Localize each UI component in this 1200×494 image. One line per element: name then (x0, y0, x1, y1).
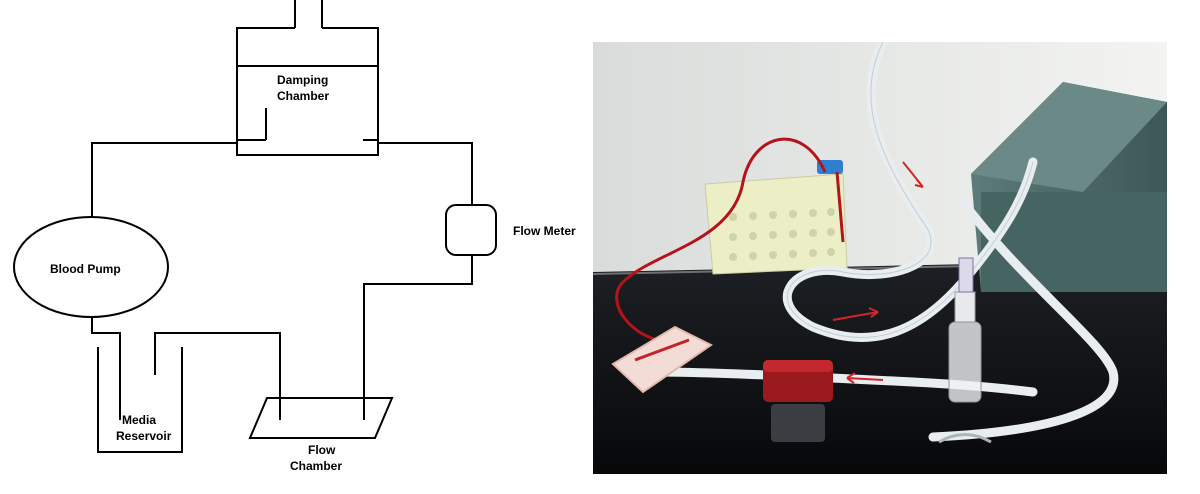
tube-damping-to-pump (91, 142, 237, 218)
label-media-reservoir-1: Media (122, 413, 156, 427)
pump-housing (971, 82, 1167, 292)
red-tubing (615, 137, 845, 344)
flow-loop-schematic: Damping Chamber Flow Meter Blood Pump Me… (13, 0, 576, 473)
flow-chamber-device (611, 325, 713, 394)
tube-rack (704, 173, 848, 275)
label-flow-chamber-1: Flow (308, 443, 336, 457)
flow-arrows (832, 161, 924, 384)
tube-damping-to-flowmeter (378, 142, 473, 205)
flow-meter (445, 204, 497, 256)
label-damping-chamber-2: Chamber (277, 89, 329, 103)
tube-reservoir-to-chamber (154, 332, 281, 420)
label-flow-chamber-2: Chamber (290, 459, 342, 473)
flow-chamber (248, 397, 394, 439)
label-media-reservoir-2: Reservoir (116, 429, 172, 443)
media-reservoir (97, 347, 183, 453)
red-flow-module (763, 360, 833, 442)
label-blood-pump: Blood Pump (50, 262, 121, 276)
label-flow-meter: Flow Meter (513, 224, 576, 238)
tube-pump-to-reservoir (91, 317, 121, 420)
bubble-trap (938, 257, 992, 444)
flow-loop-photo (593, 42, 1167, 474)
tube-flowmeter-to-chamber (363, 255, 473, 420)
damping-chamber (236, 0, 379, 156)
bench-surface (593, 260, 1167, 474)
label-damping-chamber-1: Damping (277, 73, 328, 87)
